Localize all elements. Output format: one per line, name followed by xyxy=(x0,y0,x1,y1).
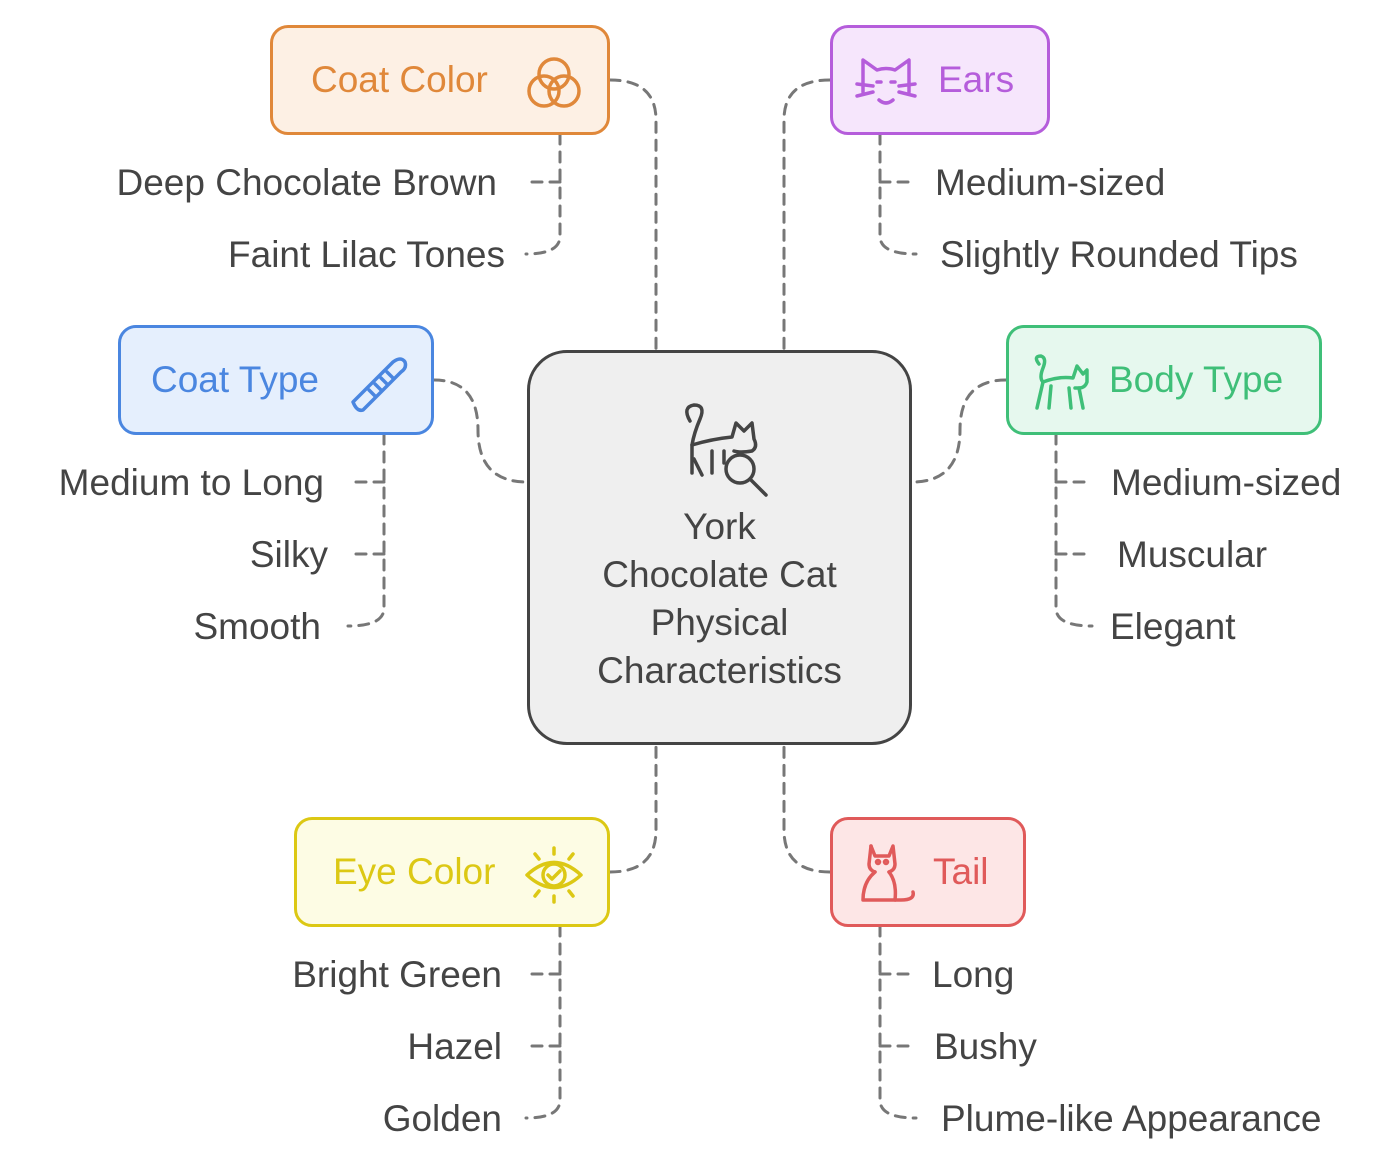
connector-tail-items xyxy=(878,924,918,1120)
ears-item-1: Medium-sized xyxy=(935,162,1166,203)
connector-coat-type-center xyxy=(432,378,529,484)
body-type-node: Body Type xyxy=(1006,325,1322,435)
tail-item-3: Plume-like Appearance xyxy=(941,1098,1322,1139)
ears-item-2: Slightly Rounded Tips xyxy=(940,234,1298,275)
coat-color-node: Coat Color xyxy=(270,25,610,135)
central-topic: York Chocolate Cat Physical Characterist… xyxy=(527,350,912,745)
body-type-item-2: Muscular xyxy=(1117,534,1268,575)
connector-ears-items xyxy=(878,132,918,256)
ears-label: Ears xyxy=(938,59,1015,100)
eye-color-label: Eye Color xyxy=(333,851,496,892)
eye-check-icon xyxy=(525,846,583,904)
tail-item-1: Long xyxy=(932,954,1015,995)
connector-body-type-items xyxy=(1054,432,1094,628)
body-type-label: Body Type xyxy=(1109,359,1284,400)
eye-color-item-3: Golden xyxy=(382,1098,502,1139)
connector-eye-color-center xyxy=(608,743,658,874)
body-type-item-1: Medium-sized xyxy=(1111,462,1342,503)
comb-icon xyxy=(351,357,408,413)
cat-walking-icon xyxy=(1034,354,1089,410)
connector-tail-center xyxy=(782,743,832,874)
eye-color-item-1: Bright Green xyxy=(292,954,502,995)
connector-ears-center xyxy=(782,78,832,352)
connector-eye-color-items xyxy=(524,924,562,1120)
coat-type-item-3: Smooth xyxy=(193,606,321,647)
overlapping-circles-icon xyxy=(527,57,581,108)
tail-item-2: Bushy xyxy=(934,1026,1037,1067)
tail-label: Tail xyxy=(933,851,989,892)
cat-face-icon xyxy=(855,58,917,105)
ears-node: Ears xyxy=(830,25,1050,135)
coat-color-item-1: Deep Chocolate Brown xyxy=(116,162,498,203)
cat-sitting-icon xyxy=(861,844,915,902)
connector-coat-type-items xyxy=(346,432,386,628)
coat-type-item-2: Silky xyxy=(249,534,328,575)
coat-type-node: Coat Type xyxy=(118,325,434,435)
coat-color-label: Coat Color xyxy=(311,59,488,100)
central-topic-title: York Chocolate Cat Physical Characterist… xyxy=(597,506,842,691)
connector-coat-color-items xyxy=(524,132,562,256)
connector-coat-color-center xyxy=(608,78,658,352)
tail-node: Tail xyxy=(830,817,1026,927)
cat-search-icon xyxy=(685,403,768,497)
coat-type-label: Coat Type xyxy=(151,359,319,400)
eye-color-node: Eye Color xyxy=(294,817,610,927)
coat-color-item-2: Faint Lilac Tones xyxy=(228,234,505,275)
coat-type-item-1: Medium to Long xyxy=(58,462,324,503)
connector-body-type-center xyxy=(910,378,1008,484)
body-type-item-3: Elegant xyxy=(1110,606,1236,647)
eye-color-item-2: Hazel xyxy=(407,1026,502,1067)
